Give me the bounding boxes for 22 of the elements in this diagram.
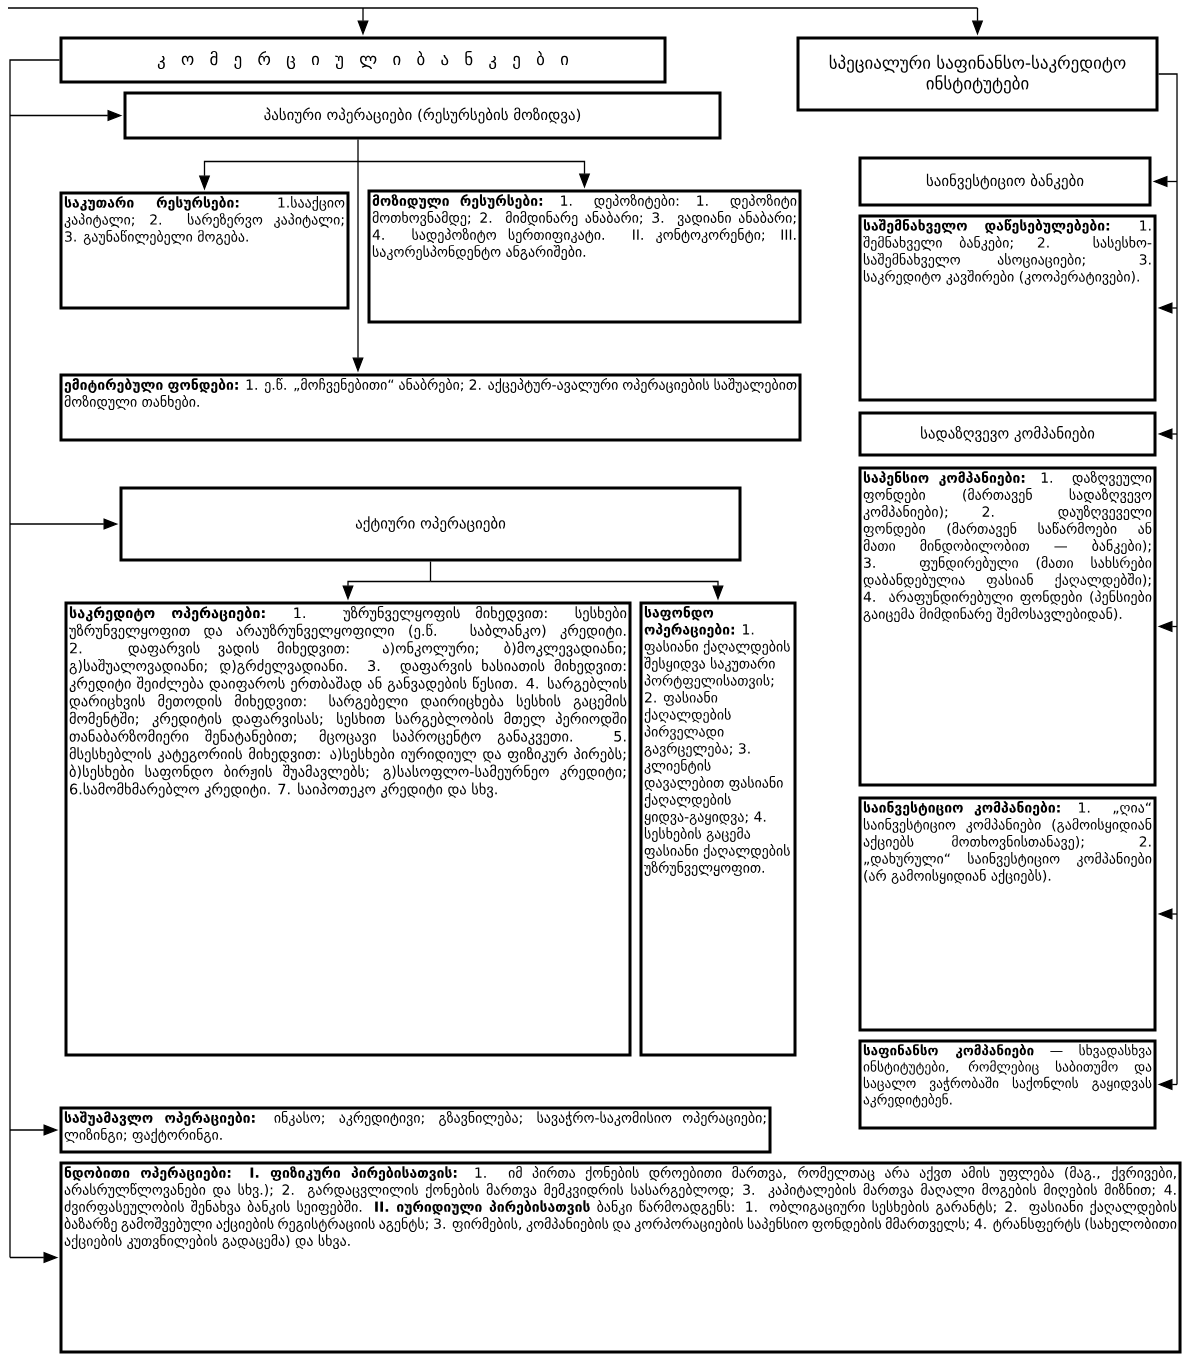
connector-line [1157, 73, 1178, 1086]
heading-box: სპეციალური საფინანსო-საკრედიტო ინსტიტუტები [796, 36, 1159, 112]
text-box: საკუთარი რესურსები: 1.სააქციო კაპიტალი; 2. სარეზერვო კაპიტალი; 3. გაუნაწილებელი მოგება. [59, 191, 350, 310]
heading-box: აქტიური ოპერაციები [119, 486, 742, 562]
text-box: საინვესტიციო კომპანიები: 1. „ღია“ საინვესტიციო კომპანიები (გამოისყიდიან აქციებს მოთხოვნისთანავე); 2. „დახურული“ საინვესტიციო კომპანიები (არ გამოისყიდიან აქციებს). [858, 796, 1157, 1032]
text-box: საშემნახველო დაწესებულებები: 1. შემნახველი ბანკები; 2. სასესხო-საშემნახველო ასოციაციები; 3. საკრედიტო კავშირები (კოოპერატივები). [858, 214, 1157, 402]
text-box: ემიტირებული ფონდები: 1. ე.წ. „მოჩვენებითი“ ანაბრები; 2. აქცეპტურ-ავალური ოპერაციების საშუალებით მოზიდული თანხები. [59, 373, 802, 442]
text-box: საკრედიტო ოპერაციები: 1. უზრუნველყოფის მიხედვით: სესხები უზრუნველყოფით და არაუზრუნველყოფილი (ე.წ. საბლანკო) კრედიტი. 2. დაფარვის ვადის მიხედვით: ა)ონკოლური; ბ)მოკლევადიანი; გ)საშუალოვადიანი; დ)გრძელვადიანი. 3. დაფარვის ხასიათის მიხედვით: კრედიტი შეიძლება დაიფაროს ერთბაშად ან განვადების წესით. 4. სარგებლის დარიცხვის მეთოდის მიხედვით: სარგებელი დაირიცხება სესხის გაცემის მომენტში; კრედიტის დაფარვისას; სესხით სარგებლობის მთელ პერიოდში თანაბარზომიერი შენატანებით; მცოცავი საპროცენტო განაკვეთი. 5. მსესხებლის კატეგორიის მიხედვით: ა)სესხები იურიდიულ და ფიზიკურ პირებს; ბ)სესხები საფონდო ბირჟის შუამავლებს; გ)სასოფლო-სამეურნეო კრედიტი; 6.სამომხმარებლო კრედიტი. 7. საიპოთეკო კრედიტი და სხვ. [64, 601, 632, 1057]
text-box: საპენსიო კომპანიები: 1. დაზღვეული ფონდები (მართავენ სადაზღვევო კომპანიები); 2. დაუზღვეველი ფონდები (მართავენ საწარმოები ან მათი მინდობილობით — ბანკები); 3. ფუნდირებული (მათი სახსრები დაბანდებულია ფასიან ქაღალდებში); 4. არაფუნდირებული ფონდები (პენსიები გაიცემა მიმდინარე შემოსავლებიდან). [858, 466, 1157, 787]
text-box: საშუამავლო ოპერაციები: ინკასო; აკრედიტივი; გზავნილება; სავაჭრო-საკომისიო ოპერაციები; ლიზინგი; ფაქტორინგი. [59, 1106, 772, 1154]
connector-line [429, 560, 432, 583]
connector-line [9, 59, 61, 1259]
text-box: მოზიდული რესურსები: 1. დეპოზიტები: 1. დეპოზიტი მოთხოვნამდე; 2. მიმდინარე ანაბარი; 3. ვადიანი ანაბარი; 4. სადეპოზიტო სერთიფიკატი. II. კონტოკორენტი; III. საკორესპონდენტო ანგარიშები. [367, 189, 802, 324]
heading-box: პასიური ოპერაციები (რესურსების მოზიდვა) [123, 91, 722, 140]
connector-line [7, 7, 979, 9]
heading-box: საინვესტიციო ბანკები [858, 156, 1152, 207]
text-box: საფონდო ოპერაციები: 1. ფასიანი ქაღალდების შესყიდვა საკუთარი პორტფელისათვის; 2. ფასიანი ქაღალდების პირველადი გავრცელება; 3. კლიენტის დავალებით ფასიანი ქაღალდების ყიდვა-გაყიდვა; 4. სესხების გაცემა ფასიანი ქაღალდების უზრუნველყოფით. [639, 601, 797, 1057]
connector-line [357, 138, 359, 163]
text-box: ნდობითი ოპერაციები: I. ფიზიკური პირებისათვის: 1. იმ პირთა ქონების დროებითი მართვა, რომელთაც არა აქვთ ამის უფლება (მაგ., ქვრივები, არასრულწლოვანები და სხვ.); 2. გარდაცვლილის ქონების მართვა მემკვიდრის სასარგებლოდ; 3. კაპიტალების მართვა მაღალი მოგების მიღების მიზნით; 4. ძვირფასეულობის შენახვა ბანკის სეიფებში. II. იურიდიული პირებისათვის ბანკი წარმოადგენს: 1. ობლიგაციური სესხების გარანტს; 2. ფასიანი ქაღალდების ბაზარზე გამოშვებული აქციების რეგისტრაციის აგენტს; 3. ფირმების, კომპანიების და კორპორაციების საპენსიო ფონდების მმართველს; 4. ტრანსფერტს (სახელობითი აქციების კუთვნილების გადაცემა) და სხვა. [59, 1161, 1182, 1354]
title-box: კ ო მ ე რ ც ი უ ლ ი ბ ა ნ კ ე ბ ი [59, 36, 667, 84]
heading-box: სადაზღვევო კომპანიები [858, 411, 1157, 457]
text-box: საფინანსო კომპანიები — სხვადასხვა ინსტიტუტები, რომლებიც საბითუმო და საცალო ვაჭრობაში საქონლის გაყიდვას აკრედიტებენ. [858, 1039, 1157, 1130]
